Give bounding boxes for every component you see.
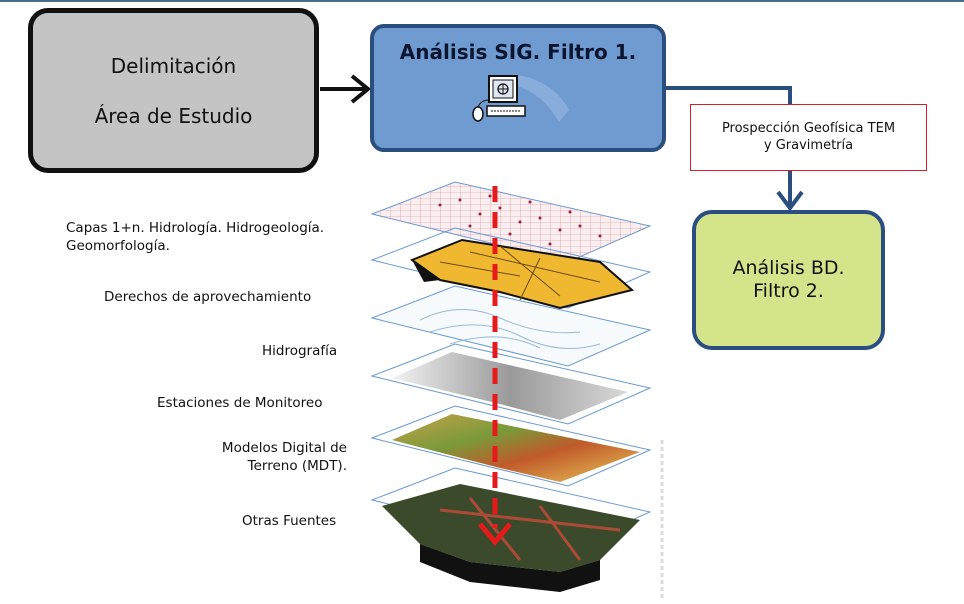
layer-hidrografia xyxy=(370,285,652,367)
dashed-red-arrowhead xyxy=(478,522,512,546)
top-border-line xyxy=(0,0,964,2)
delimitacion-line2: Área de Estudio xyxy=(94,103,253,128)
layer-label-hidrografia: Hidrografía xyxy=(262,343,338,359)
arrow-head-blue xyxy=(776,190,804,212)
layer-mdt xyxy=(370,405,652,487)
layer-estaciones xyxy=(370,343,652,425)
layer-otras-fuentes xyxy=(370,467,652,592)
delimitacion-box: Delimitación Área de Estudio xyxy=(28,8,319,173)
layer-label-mdt-line2: Terreno (MDT). xyxy=(247,458,347,475)
arrow-head-black xyxy=(350,74,372,104)
delimitacion-line1: Delimitación xyxy=(110,53,237,78)
bd-line2: Filtro 2. xyxy=(753,280,824,302)
layer-label-estaciones: Estaciones de Monitoreo xyxy=(157,395,323,411)
layer-label-otras: Otras Fuentes xyxy=(242,513,337,529)
layer-label-mdt: Modelos Digital de Terreno (MDT). xyxy=(190,439,347,475)
vertical-watermark xyxy=(652,440,672,600)
sig-box: Análisis SIG. Filtro 1. xyxy=(370,24,666,152)
layer-label-derechos: Derechos de aprovechamiento xyxy=(104,289,312,305)
geofisica-box: Prospección Geofísica TEM y Gravimetría xyxy=(690,104,927,171)
geofisica-line2: y Gravimetría xyxy=(763,137,854,153)
sig-title: Análisis SIG. Filtro 1. xyxy=(399,40,637,64)
geofisica-line1: Prospección Geofísica TEM xyxy=(721,120,896,136)
layer-label-mdt-line1: Modelos Digital de xyxy=(221,440,347,456)
bd-line1: Análisis BD. xyxy=(732,257,845,280)
computer-icon xyxy=(472,74,569,122)
layer-label-capas: Capas 1+n. Hidrología. Hidrogeología. Ge… xyxy=(66,220,325,255)
bd-box: Análisis BD. Filtro 2. xyxy=(692,210,885,350)
layer-derechos xyxy=(370,227,652,310)
